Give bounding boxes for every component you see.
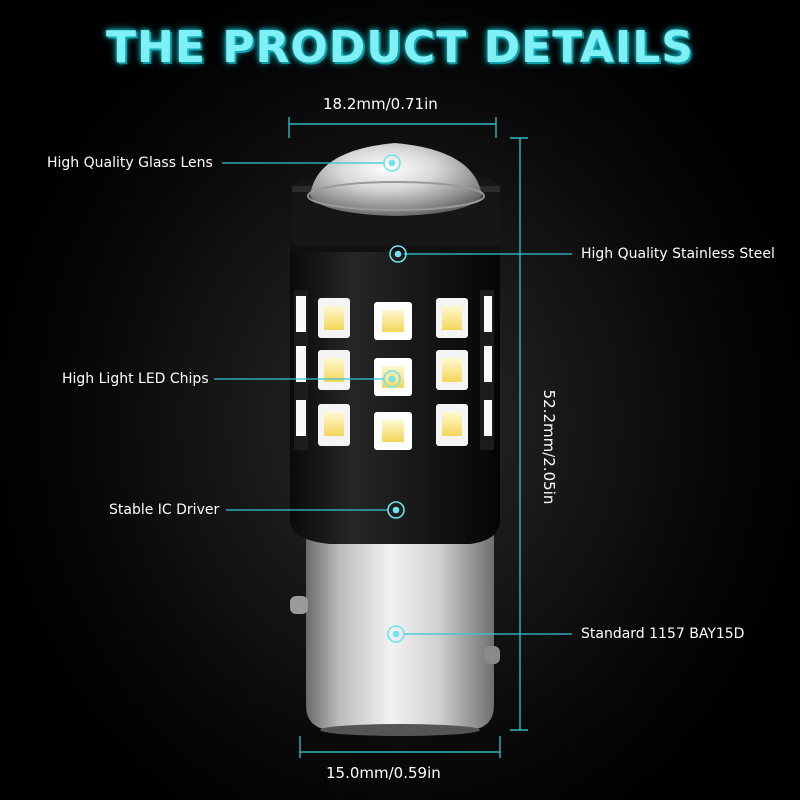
bulb-base (290, 520, 500, 736)
callout-stainless-steel: High Quality Stainless Steel (581, 246, 775, 262)
chip-column-left (318, 298, 350, 446)
glass-lens (307, 143, 485, 216)
callout-base: Standard 1157 BAY15D (581, 626, 745, 642)
callout-glass-lens: High Quality Glass Lens (47, 155, 213, 171)
marker-stainless-steel (389, 245, 407, 263)
led-chips (294, 290, 494, 450)
callout-markers (383, 154, 407, 643)
base-pin-right (484, 646, 500, 664)
dimension-height: 52.2mm/2.05in (540, 389, 558, 505)
dimension-bottom-width: 15.0mm/0.59in (326, 764, 441, 782)
callout-ic-driver: Stable IC Driver (109, 502, 220, 518)
marker-led-chips (383, 370, 401, 388)
callout-led-chips: High Light LED Chips (62, 371, 209, 387)
marker-ic-driver (387, 501, 405, 519)
dimension-top-width: 18.2mm/0.71in (323, 95, 438, 113)
callout-lines (214, 162, 572, 635)
base-pin-left (290, 596, 308, 614)
marker-glass-lens (383, 154, 401, 172)
marker-base (387, 625, 405, 643)
chip-column-right (436, 298, 468, 446)
page-title: THE PRODUCT DETAILS (106, 22, 694, 73)
dimension-lines (288, 117, 528, 758)
chip-column-edges (296, 296, 492, 436)
